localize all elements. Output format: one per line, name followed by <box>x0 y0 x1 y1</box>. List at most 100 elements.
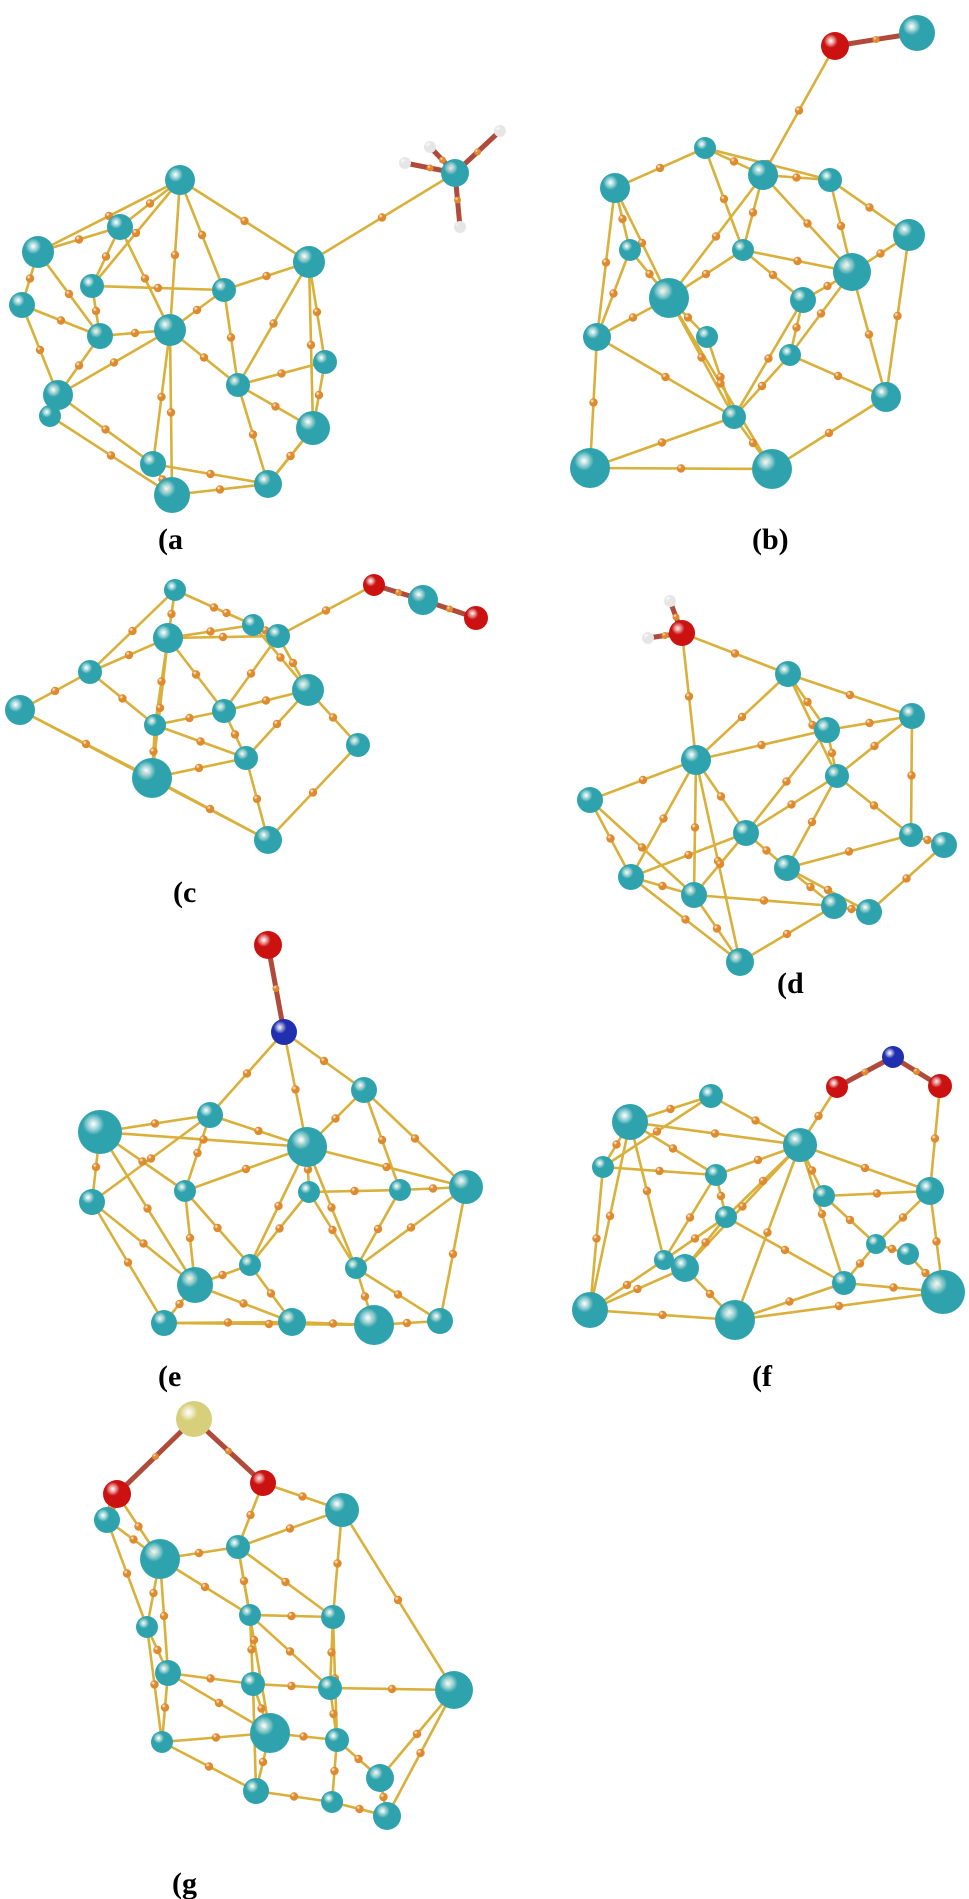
bond-critical-point <box>738 1202 747 1211</box>
bond-critical-point <box>230 730 240 739</box>
bond-critical-point <box>729 157 739 166</box>
oxygen-atom <box>821 32 849 60</box>
bond-critical-point <box>659 814 668 823</box>
metal-atom <box>325 1728 349 1752</box>
bond-critical-point <box>448 1249 458 1259</box>
bond-critical-point <box>246 1510 255 1520</box>
oxygen-atom <box>254 931 282 959</box>
bond-critical-point <box>286 451 295 461</box>
bond-critical-point <box>864 330 874 339</box>
metal-atom <box>197 1102 223 1128</box>
bond-critical-point <box>592 1234 601 1243</box>
bond-critical-point <box>134 1522 143 1531</box>
bond-critical-point <box>642 1186 652 1196</box>
bond-critical-point <box>759 896 769 905</box>
metal-atom <box>151 1731 173 1753</box>
bond-critical-point <box>272 719 282 729</box>
bond-critical-point <box>768 270 778 280</box>
bond-critical-point <box>288 658 298 668</box>
bond-critical-point <box>633 1284 642 1294</box>
metal-atom <box>136 1616 158 1638</box>
bond-critical-point <box>185 1233 195 1243</box>
atoms <box>570 15 935 489</box>
nitrogen-atom <box>882 1046 904 1068</box>
panel-a-caption: (a <box>158 523 183 556</box>
bond-critical-point <box>223 1318 233 1327</box>
bond-critical-point <box>855 1259 865 1268</box>
metal-atom <box>931 832 957 858</box>
metal-atom <box>814 717 840 743</box>
carbon-atom <box>441 159 469 187</box>
bond-critical-point <box>701 269 711 279</box>
metal-atom <box>583 323 611 351</box>
bond-critical-point <box>226 333 236 342</box>
bond-critical-point <box>657 438 667 447</box>
bond-critical-point <box>658 881 667 891</box>
metal-atom <box>775 661 801 687</box>
bond-critical-point <box>807 817 817 827</box>
bond-critical-point <box>748 438 758 448</box>
bond-critical-point <box>609 289 618 298</box>
bond-critical-point <box>289 1792 299 1801</box>
bond-critical-point <box>382 1162 391 1172</box>
metal-atom <box>779 344 801 366</box>
bond-critical-point <box>876 249 885 258</box>
metal-atom <box>39 405 61 427</box>
bond-critical-point <box>157 392 166 402</box>
metal-atom <box>696 326 718 348</box>
bond-critical-point <box>122 1569 132 1578</box>
metal-atom <box>832 1271 856 1295</box>
metal-atom <box>899 823 923 847</box>
metal-atom <box>5 695 35 725</box>
metal-atom <box>833 253 871 291</box>
bond-critical-point <box>681 915 690 924</box>
metal-atom <box>254 470 282 498</box>
metal-atom <box>212 278 236 302</box>
bond-critical-point <box>697 353 706 362</box>
metal-atom <box>715 1206 737 1228</box>
bond-critical-point <box>258 1757 268 1767</box>
bond-critical-point <box>91 306 101 316</box>
metal-atom <box>239 1604 261 1626</box>
metal-atom <box>705 1164 727 1186</box>
bond-critical-point <box>74 361 84 370</box>
metal-atom <box>726 948 754 976</box>
atoms <box>94 1401 473 1830</box>
bond-critical-point <box>827 748 837 758</box>
bond-critical-point <box>153 1645 162 1655</box>
carbon-atom <box>899 15 935 51</box>
bond-critical-point <box>196 737 205 746</box>
bond-critical-point <box>605 1211 615 1221</box>
bond-critical-point <box>206 627 215 636</box>
bond-critical-point <box>393 1290 403 1299</box>
bond-critical-point <box>601 258 611 267</box>
bond-critical-point <box>637 238 647 248</box>
bond-critical-point <box>683 313 693 322</box>
sulfur-atom <box>176 1401 212 1437</box>
metal-atom <box>78 1110 122 1154</box>
metal-atom <box>242 614 264 636</box>
metal-atom <box>435 1671 473 1709</box>
bond-critical-point <box>167 609 176 619</box>
bond-critical-point <box>285 1524 295 1533</box>
hydrogen-atom <box>454 221 466 233</box>
bond-critical-point <box>160 1703 170 1712</box>
bond-critical-point <box>81 739 91 749</box>
bond-critical-point <box>748 208 758 217</box>
bond-critical-point <box>306 340 316 350</box>
bond-critical-point <box>923 835 932 845</box>
bond-critical-point <box>652 1127 662 1136</box>
metal-atom <box>266 624 290 648</box>
bond-critical-point <box>124 650 134 660</box>
bond-critical-point <box>816 309 826 318</box>
metal-atom <box>78 660 102 684</box>
bond-critical-point <box>645 269 654 279</box>
bond-critical-point <box>655 1166 664 1176</box>
bond-critical-point <box>106 451 116 460</box>
bond-critical-point <box>145 199 155 208</box>
metal-atom <box>154 477 190 513</box>
bond-critical-point <box>865 203 874 212</box>
bond-critical-point <box>257 1704 266 1713</box>
bond-critical-point <box>146 1154 156 1163</box>
metal-atom <box>153 623 183 653</box>
